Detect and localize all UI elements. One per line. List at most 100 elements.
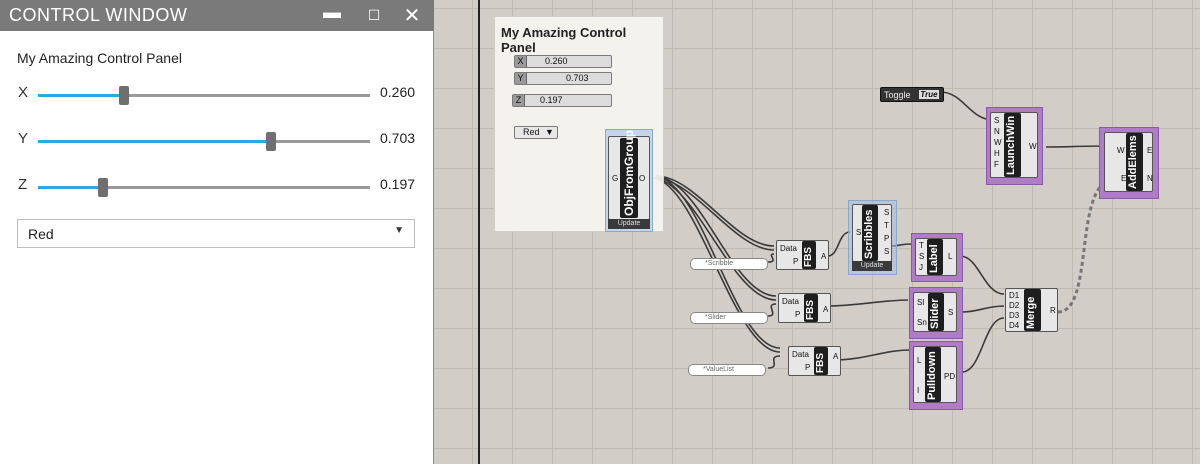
input-pin[interactable]: E — [1121, 174, 1127, 183]
input-pin-data[interactable]: Data — [792, 350, 809, 359]
mini-value-list[interactable]: Red ▼ — [514, 126, 558, 139]
input-pin-s[interactable]: S — [856, 228, 862, 237]
slider-row-z: Z 0.197 — [0, 172, 434, 202]
input-pin[interactable]: D1 — [1009, 291, 1020, 300]
node-name: FBS — [805, 300, 816, 320]
slider-label: X — [18, 84, 29, 101]
scribble-input[interactable]: *Scribble — [690, 258, 768, 270]
wire — [767, 253, 775, 263]
node-name: Pulldown — [926, 351, 938, 400]
update-footer[interactable]: Update — [852, 261, 892, 271]
wire — [655, 175, 777, 297]
output-pin[interactable]: S — [884, 208, 890, 217]
maximize-icon: ☐ — [367, 7, 381, 23]
valuelist-input[interactable]: *ValueList — [688, 364, 766, 376]
input-pin-p[interactable]: P — [793, 257, 799, 266]
wire — [653, 177, 777, 301]
output-pin-w[interactable]: W — [1029, 142, 1037, 151]
node-name-strip: Slider — [928, 293, 944, 331]
node-name-strip: FBS — [802, 241, 816, 269]
input-pin[interactable]: D2 — [1009, 301, 1020, 310]
update-footer[interactable]: Update — [608, 219, 650, 229]
output-pin[interactable]: P — [884, 234, 890, 243]
node-name-strip: Label — [927, 239, 943, 275]
wire — [767, 303, 777, 317]
slider-z-thumb[interactable] — [98, 178, 109, 197]
chevron-down-icon: ▼ — [394, 225, 404, 236]
node-name-strip: FBS — [814, 347, 828, 375]
panel-title: My Amazing Control Panel — [17, 50, 182, 66]
input-pin[interactable]: I — [917, 386, 920, 395]
wire — [827, 231, 851, 257]
input-pin[interactable]: Sn — [917, 318, 927, 327]
wire — [827, 299, 909, 307]
node-name: FBS — [815, 353, 826, 373]
output-pin-o[interactable]: O — [639, 174, 646, 183]
output-pin-s[interactable]: S — [948, 308, 954, 317]
node-name-strip: Merge — [1024, 289, 1041, 331]
input-pin[interactable]: L — [917, 356, 922, 365]
mini-slider-z[interactable]: Z 0.197 — [512, 94, 612, 107]
slider-name-input[interactable]: *Slider — [690, 312, 768, 324]
output-pin-l[interactable]: L — [948, 252, 953, 261]
input-pin-data[interactable]: Data — [780, 244, 797, 253]
close-button[interactable]: ✕ — [392, 0, 432, 31]
node-name: LaunchWin — [1005, 115, 1017, 175]
window-title: CONTROL WINDOW — [9, 5, 188, 25]
wire — [961, 317, 1005, 373]
output-pin[interactable]: T — [884, 221, 889, 230]
slider-label: Z — [18, 176, 28, 193]
node-canvas[interactable]: My Amazing Control Panel X 0.260 Y 0.703… — [434, 0, 1200, 464]
input-pin-p[interactable]: P — [795, 310, 801, 319]
output-pin[interactable]: S — [884, 247, 890, 256]
wire-dashed — [1057, 178, 1111, 314]
node-name-strip: Pulldown — [925, 347, 941, 402]
input-pin[interactable]: Sl — [917, 298, 925, 307]
minimize-button[interactable]: ▬ — [312, 0, 352, 31]
input-pin-g[interactable]: G — [612, 174, 619, 183]
output-pin[interactable]: E — [1147, 146, 1153, 155]
output-pin-r[interactable]: R — [1050, 306, 1056, 315]
input-pin[interactable]: T — [919, 241, 924, 250]
input-pin[interactable]: W — [1117, 146, 1125, 155]
slider-x-track[interactable] — [38, 86, 370, 105]
slider-value: 0.197 — [380, 176, 416, 192]
wire — [767, 355, 781, 369]
slider-x-thumb[interactable] — [119, 86, 130, 105]
wire — [961, 305, 1005, 313]
input-pin[interactable]: N — [994, 127, 1000, 136]
input-pin[interactable]: W — [994, 138, 1002, 147]
input-pin[interactable]: S — [994, 116, 1000, 125]
mini-slider-y[interactable]: Y 0.703 — [514, 72, 612, 85]
input-pin-p[interactable]: P — [805, 363, 811, 372]
toggle-node[interactable]: Toggle True — [880, 87, 944, 102]
value-list-value: Red — [523, 127, 540, 137]
dropdown-value: Red — [28, 226, 54, 242]
output-pin-a[interactable]: A — [833, 352, 839, 361]
output-pin[interactable]: N — [1147, 174, 1153, 183]
input-pin[interactable]: H — [994, 149, 1000, 158]
slider-row-y: Y 0.703 — [0, 126, 434, 156]
window-titlebar[interactable]: CONTROL WINDOW ▬ ☐ ✕ — [0, 0, 434, 31]
output-pin-a[interactable]: A — [823, 305, 829, 314]
slider-z-track[interactable] — [38, 178, 370, 197]
maximize-button[interactable]: ☐ — [354, 0, 394, 31]
input-pin[interactable]: J — [919, 263, 923, 272]
input-pin[interactable]: F — [994, 160, 999, 169]
output-pin-pd[interactable]: PD — [944, 372, 956, 381]
toggle-value[interactable]: True — [919, 90, 939, 99]
mini-slider-x[interactable]: X 0.260 — [514, 55, 612, 68]
color-dropdown[interactable]: Red ▼ — [17, 219, 415, 248]
slider-value: 0.703 — [380, 130, 416, 146]
mini-slider-tag: Y — [515, 73, 527, 84]
input-pin[interactable]: D3 — [1009, 311, 1020, 320]
mini-slider-value: 0.197 — [540, 95, 563, 105]
input-pin[interactable]: S — [919, 252, 925, 261]
node-name: Label — [928, 244, 940, 273]
input-pin[interactable]: D4 — [1009, 321, 1020, 330]
slider-y-track[interactable] — [38, 132, 370, 151]
output-pin-a[interactable]: A — [821, 252, 827, 261]
node-name: ObjFromGroup — [622, 130, 636, 216]
input-pin-data[interactable]: Data — [782, 297, 799, 306]
slider-y-thumb[interactable] — [266, 132, 277, 151]
